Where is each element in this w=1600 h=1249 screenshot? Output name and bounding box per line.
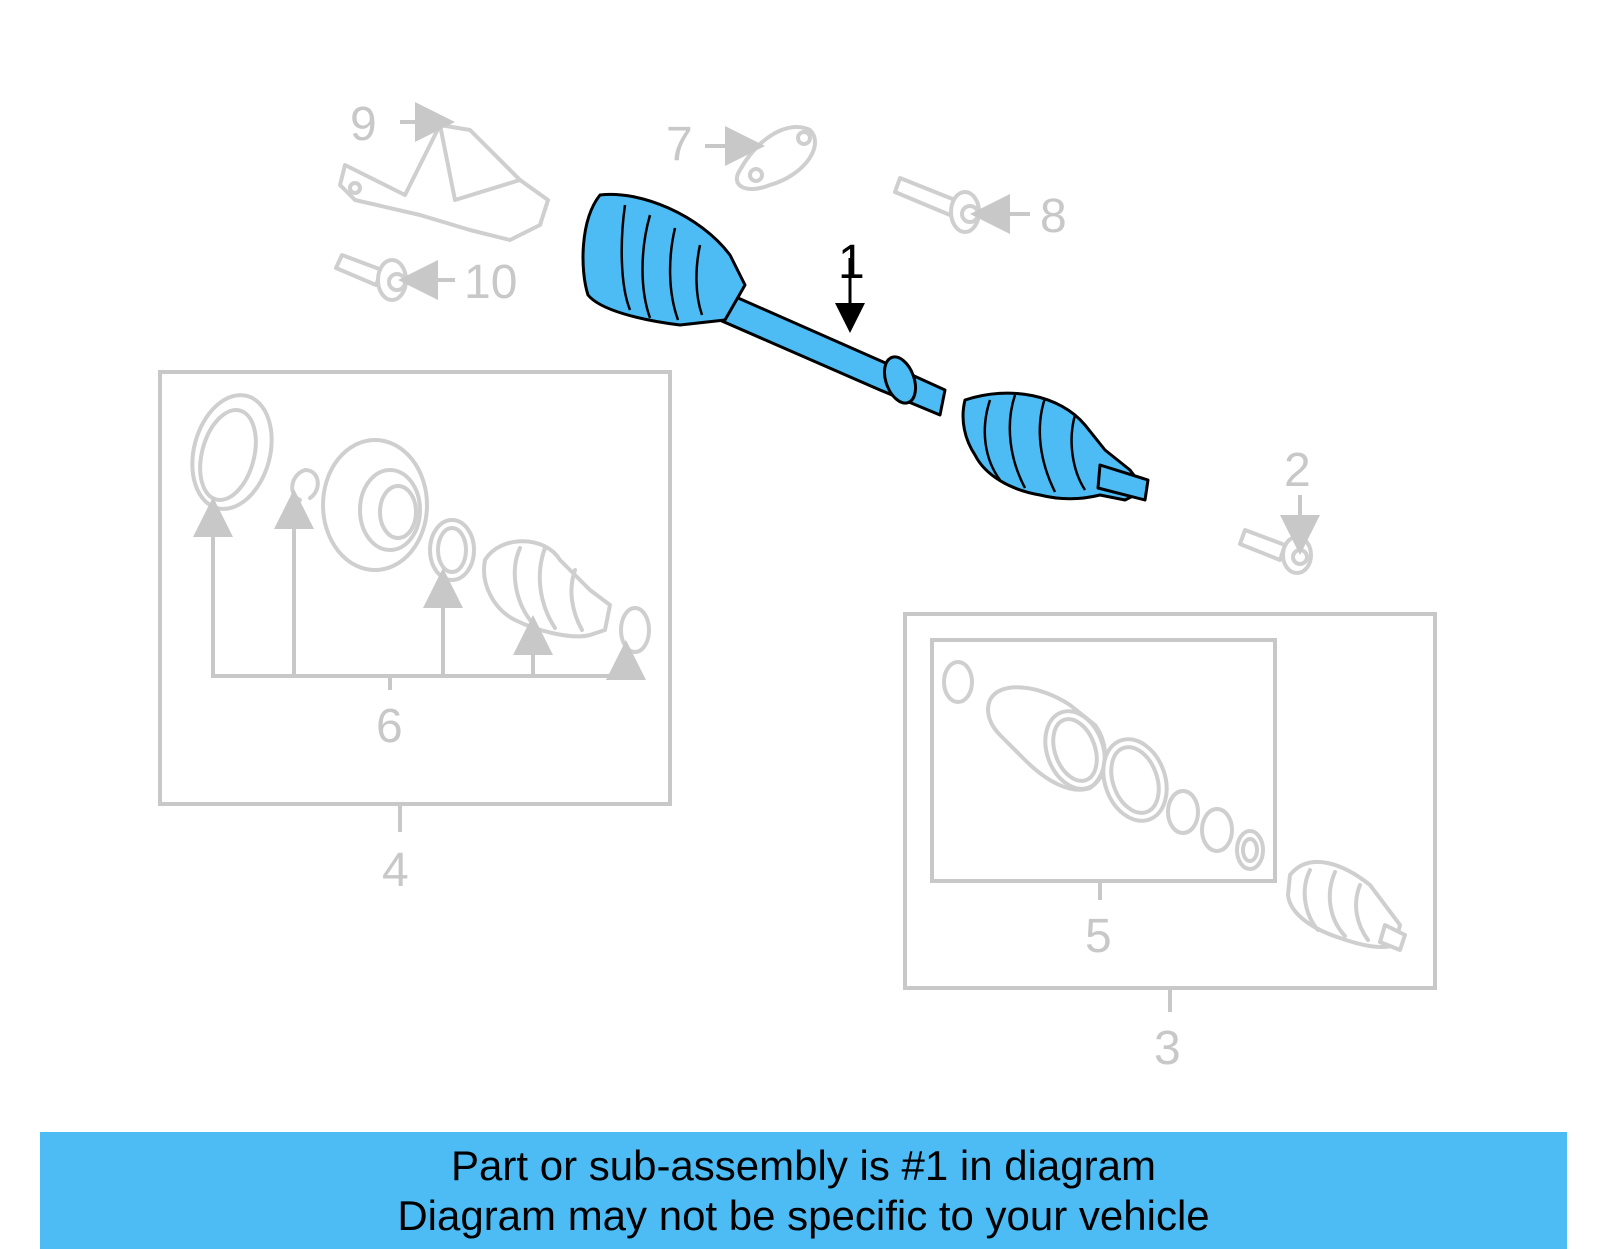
part-8-bolt[interactable] bbox=[893, 176, 1030, 234]
callout-3: 3 bbox=[1154, 1022, 1181, 1075]
part-2-bolt[interactable] bbox=[1238, 495, 1320, 575]
group-3-joint[interactable] bbox=[1286, 859, 1407, 952]
group-3-box bbox=[903, 612, 1437, 1012]
info-banner: Part or sub-assembly is #1 in diagram Di… bbox=[40, 1132, 1567, 1249]
callout-4: 4 bbox=[382, 844, 409, 897]
part-9-shield[interactable] bbox=[338, 102, 550, 242]
kit-6-parts[interactable] bbox=[180, 386, 651, 690]
callout-7: 7 bbox=[666, 118, 693, 171]
part-1-axle-shaft[interactable] bbox=[581, 192, 1150, 502]
part-10-bolt[interactable] bbox=[334, 253, 455, 302]
group-5-box bbox=[930, 638, 1277, 900]
banner-line-1: Part or sub-assembly is #1 in diagram bbox=[451, 1141, 1156, 1189]
banner-line-2: Diagram may not be specific to your vehi… bbox=[397, 1191, 1210, 1239]
part-7-plate[interactable] bbox=[705, 124, 817, 191]
callout-1: 1 bbox=[838, 236, 865, 289]
callout-9: 9 bbox=[350, 98, 377, 151]
group-4-box bbox=[158, 370, 672, 832]
callout-6: 6 bbox=[376, 700, 403, 753]
kit-5-parts[interactable] bbox=[942, 660, 1265, 871]
callout-5: 5 bbox=[1085, 910, 1112, 963]
callout-10: 10 bbox=[464, 256, 517, 309]
callout-2: 2 bbox=[1284, 444, 1311, 497]
callout-8: 8 bbox=[1040, 190, 1067, 243]
